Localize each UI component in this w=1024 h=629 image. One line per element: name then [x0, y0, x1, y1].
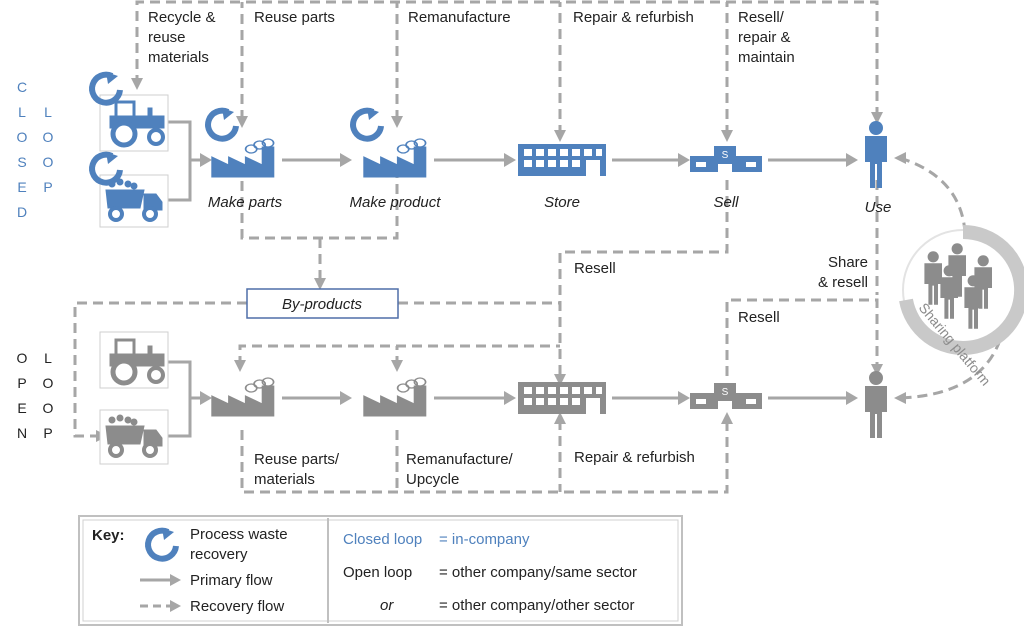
open-letter: E	[17, 400, 26, 416]
reuse-parts-materials-label: Reuse parts/	[254, 451, 340, 468]
closed-letter: O	[43, 129, 54, 145]
remanufacture-upcycle-label: Remanufacture/	[406, 451, 514, 468]
open-letter: O	[17, 350, 28, 366]
sell-label: Sell	[713, 194, 739, 211]
by-products-box	[246, 288, 399, 319]
user-icon	[865, 121, 887, 188]
share-resell-label: & resell	[818, 274, 868, 291]
legend-title: Key:	[92, 527, 125, 544]
closed-letter: D	[17, 204, 27, 220]
closed-letter: O	[17, 129, 28, 145]
recovery-open-bottom	[240, 420, 729, 494]
shop-icon	[690, 383, 762, 409]
resell-label: Resell	[574, 260, 616, 277]
recovery-open-top	[238, 344, 560, 366]
closed-letter: L	[44, 104, 52, 120]
reuse-parts-label: Reuse parts	[254, 9, 335, 26]
legend-box	[78, 515, 683, 626]
legend-or-def: = other company/other sector	[439, 597, 635, 614]
closed-letter: L	[18, 104, 26, 120]
resell-repair-label: Resell/	[738, 9, 785, 26]
resell-repair-label: maintain	[738, 49, 795, 66]
closed-loop-side-label: C L O S E D L O O P	[17, 79, 54, 220]
recovery-top-outer	[135, 0, 879, 115]
warehouse-icon	[518, 144, 606, 176]
remanufacture-upcycle-label: Upcycle	[406, 471, 459, 488]
make-parts-label: Make parts	[208, 194, 283, 211]
resell-label: Resell	[738, 309, 780, 326]
recovery-resell-right	[725, 298, 879, 376]
factory-icon	[363, 138, 427, 178]
process-waste-recovery-icon	[353, 108, 381, 139]
primary-flows	[168, 120, 848, 438]
recovery-share-bottom	[899, 339, 1002, 400]
closed-letter: P	[43, 179, 52, 195]
recycle-label: reuse	[148, 29, 186, 46]
open-letter: L	[44, 350, 52, 366]
open-letter: O	[43, 375, 54, 391]
store-label: Store	[544, 194, 580, 211]
recovery-arrowheads	[96, 78, 971, 442]
legend-closed-def: = in-company	[439, 531, 530, 548]
process-waste-recovery-icon	[208, 108, 236, 139]
factory-icon	[363, 377, 427, 417]
open-letter: P	[43, 425, 52, 441]
open-letter: O	[43, 400, 54, 416]
primary-arrowheads	[200, 153, 858, 405]
by-products-label: By-products	[282, 296, 363, 313]
sharing-platform-icon: Sharing platform	[899, 225, 1024, 389]
remanufacture-label: Remanufacture	[408, 9, 511, 26]
legend-process-waste: recovery	[190, 546, 248, 563]
make-product-label: Make product	[350, 194, 442, 211]
factory-icon	[211, 377, 275, 417]
closed-letter: S	[17, 154, 26, 170]
warehouse-icon	[518, 382, 606, 414]
legend-process-waste: Process waste	[190, 526, 288, 543]
repair-refurbish-label: Repair & refurbish	[574, 449, 695, 466]
legend-or: or	[380, 597, 394, 614]
legend-recovery-flow: Recovery flow	[190, 598, 284, 615]
recycle-label: materials	[148, 49, 209, 66]
recovery-resell-down	[558, 180, 729, 380]
legend-primary-flow: Primary flow	[190, 572, 273, 589]
open-letter: P	[17, 375, 26, 391]
recycle-label: Recycle &	[148, 9, 216, 26]
closed-letter: O	[43, 154, 54, 170]
legend: Key: Process waste recovery Primary flow…	[78, 515, 683, 626]
shop-icon	[690, 146, 762, 172]
open-letter: N	[17, 425, 27, 441]
reuse-parts-materials-label: materials	[254, 471, 315, 488]
factory-icon	[211, 138, 275, 178]
recovery-flows	[73, 0, 1002, 494]
recovery-byproduct-left	[73, 301, 247, 438]
open-loop-side-label: O P E N L O O P	[17, 350, 54, 441]
closed-letter: E	[17, 179, 26, 195]
user-icon	[865, 371, 887, 438]
legend-open-def: = other company/same sector	[439, 564, 637, 581]
closed-letter: C	[17, 79, 27, 95]
legend-closed-loop: Closed loop	[343, 531, 422, 548]
share-resell-label: Share	[828, 254, 868, 271]
resell-repair-label: repair &	[738, 29, 791, 46]
repair-refurbish-label: Repair & refurbish	[573, 9, 694, 26]
legend-open-loop: Open loop	[343, 564, 412, 581]
use-label: Use	[865, 199, 892, 216]
